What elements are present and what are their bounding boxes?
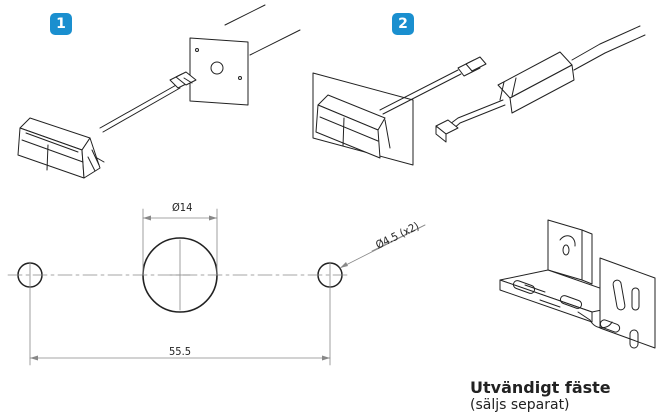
step-2-badge: 2 xyxy=(392,13,414,35)
dim-center-hole-label: Ø14 xyxy=(172,201,192,214)
bracket-illustration xyxy=(499,219,656,349)
step1-illustration xyxy=(17,4,301,179)
dimension-lines xyxy=(7,208,426,366)
dim-spacing-label: 55.5 xyxy=(169,345,191,358)
dim-side-holes-label: Ø4.5 (x2) xyxy=(374,220,422,252)
step2-illustration xyxy=(312,25,646,166)
step-1-badge: 1 xyxy=(50,13,72,35)
bracket-title: Utvändigt fäste xyxy=(470,378,611,397)
bracket-caption: Utvändigt fäste (säljs separat) xyxy=(470,378,611,413)
bracket-subtitle: (säljs separat) xyxy=(470,397,570,413)
